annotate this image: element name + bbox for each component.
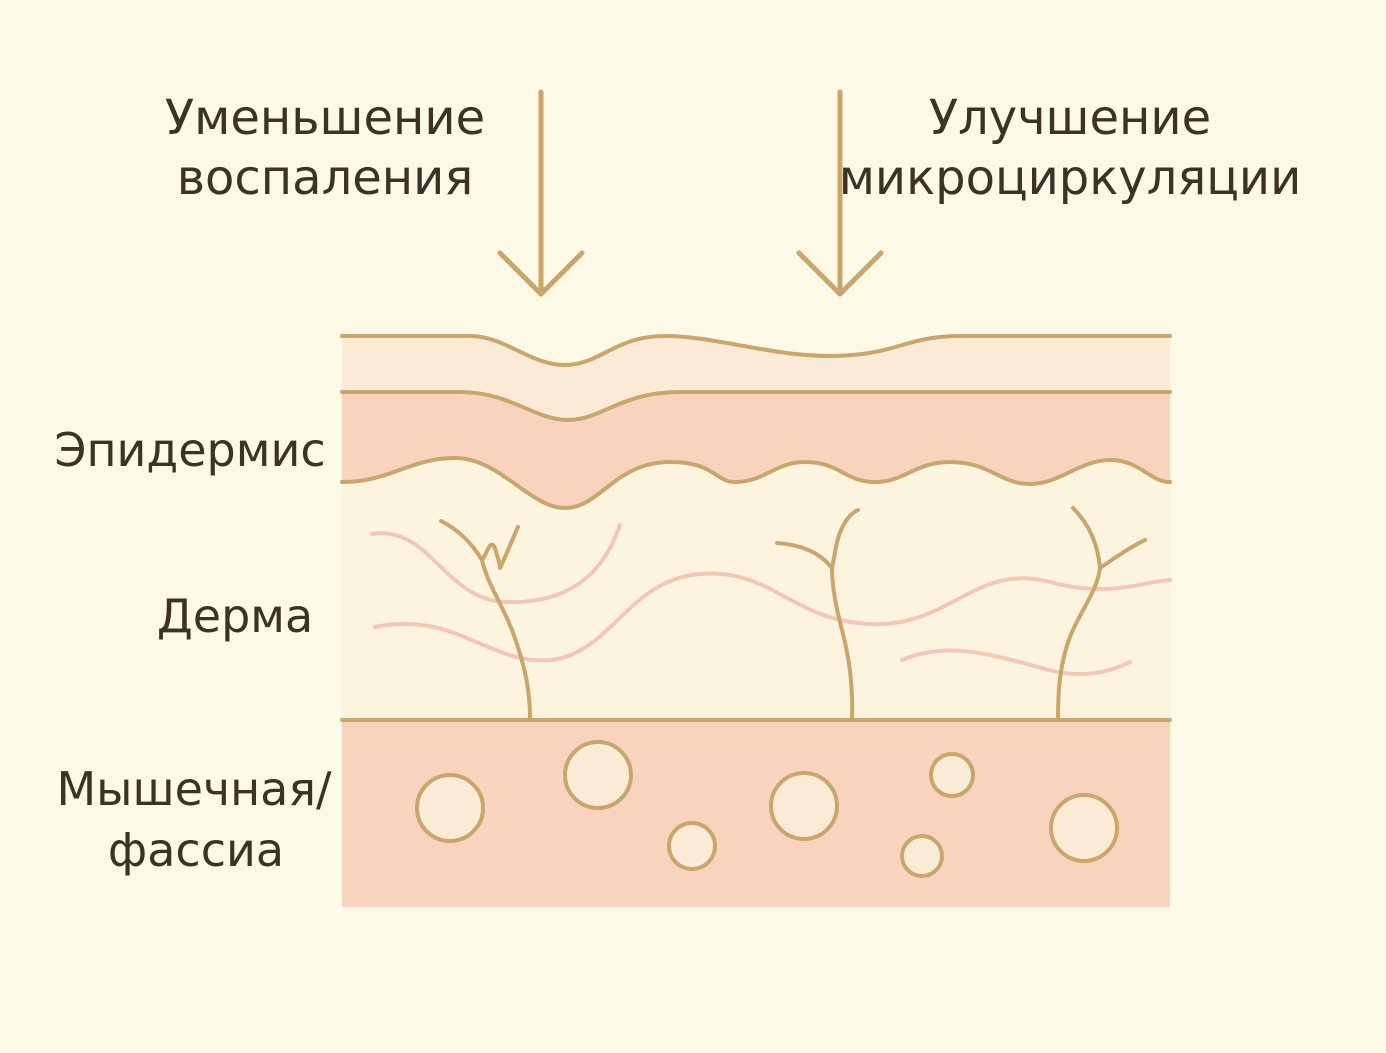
fat-cell [769, 771, 839, 841]
fat-cell [900, 834, 944, 878]
annotation-right-line1: Улучшение [929, 90, 1211, 146]
fat-cell [415, 773, 485, 843]
collagen-fiber [373, 571, 1172, 663]
label-dermis: Дерма [157, 589, 313, 643]
arrow-left [497, 89, 585, 297]
annotation-right-line2: микроциркуляции [839, 150, 1302, 206]
capillary-vessel [1098, 538, 1147, 570]
capillaries [439, 506, 1147, 720]
dermis-top-outline [340, 455, 1172, 511]
fat-cell [929, 752, 975, 798]
label-muscle-line1: Мышечная/ [56, 762, 332, 816]
stratum-surface-layer [342, 336, 1170, 420]
collagen-fibers [370, 523, 1172, 676]
fat-cell [563, 740, 633, 810]
fat-cell [1049, 793, 1119, 863]
capillary-vessel [1056, 506, 1102, 720]
collagen-fiber [900, 648, 1132, 676]
capillary-vessel [830, 508, 860, 570]
arrow-right [796, 89, 884, 297]
epidermis-top-outline [340, 390, 1172, 423]
fat-cells [415, 740, 1119, 878]
capillary-vessel [439, 519, 532, 720]
label-epidermis: Эпидермис [54, 423, 325, 477]
capillary-vessel [775, 541, 855, 720]
fat-cell [667, 821, 717, 871]
collagen-fiber [370, 523, 622, 605]
surface-outline [340, 333, 1172, 368]
annotation-left-line1: Уменьшение [165, 90, 485, 146]
epidermis-layer [342, 392, 1170, 508]
capillary-vessel [480, 525, 520, 570]
dermis-layer [342, 458, 1170, 720]
annotation-left-line2: воспаления [177, 150, 474, 206]
label-muscle-line2: фассиа [108, 823, 284, 877]
